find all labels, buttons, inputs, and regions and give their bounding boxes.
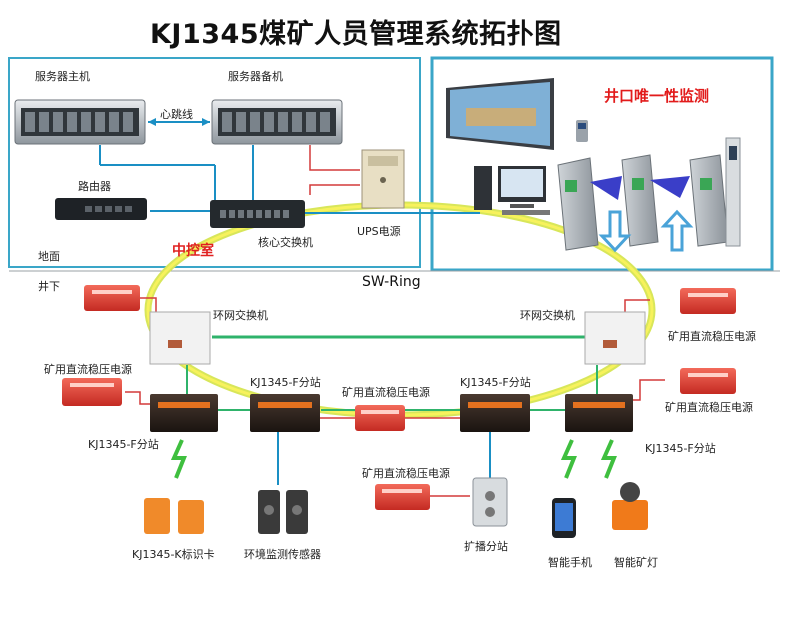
server-main bbox=[14, 99, 146, 145]
psu-lower-device bbox=[375, 484, 430, 510]
wireless-lamp-icon bbox=[600, 439, 617, 479]
smartphone-device bbox=[552, 498, 576, 538]
sw-ring-label: SW-Ring bbox=[362, 274, 421, 290]
broadcast-label: 扩播分站 bbox=[464, 540, 508, 553]
server-backup-label: 服务器备机 bbox=[228, 70, 283, 83]
cap-lamp-label: 智能矿灯 bbox=[614, 556, 658, 569]
entry-arrow-down bbox=[598, 210, 632, 253]
ring-switch-left-label: 环网交换机 bbox=[213, 309, 268, 322]
id-card-device bbox=[144, 498, 204, 534]
card-reader bbox=[576, 120, 588, 142]
substation-2-label: KJ1345-F分站 bbox=[250, 376, 321, 389]
substation-right-device bbox=[565, 394, 633, 432]
psu-ring-right-label: 矿用直流稳压电源 bbox=[668, 330, 756, 343]
diagram-title: KJ1345煤矿人员管理系统拓扑图 bbox=[150, 19, 562, 50]
ground-zone-box bbox=[8, 57, 421, 268]
psu-lower-label: 矿用直流稳压电源 bbox=[362, 467, 450, 480]
underground-label: 井下 bbox=[38, 280, 60, 293]
psu-left-device bbox=[62, 378, 122, 406]
env-sensor-device bbox=[258, 490, 308, 534]
substation-right-label: KJ1345-F分站 bbox=[645, 442, 716, 455]
psu-middle-device bbox=[355, 405, 405, 431]
psu-middle-label: 矿用直流稳压电源 bbox=[342, 386, 430, 399]
env-sensor-label: 环境监测传感器 bbox=[244, 548, 321, 561]
router-label: 路由器 bbox=[78, 180, 111, 193]
wireless-card-icon bbox=[170, 439, 187, 479]
server-backup bbox=[211, 99, 343, 145]
cap-lamp-device bbox=[612, 482, 648, 530]
psu-ring-right-device bbox=[680, 288, 736, 314]
wireless-phone-icon bbox=[560, 439, 577, 479]
workstation-pc bbox=[474, 166, 550, 215]
ground-label: 地面 bbox=[38, 250, 60, 263]
face-terminal bbox=[725, 137, 741, 247]
substation-left-device bbox=[150, 394, 218, 432]
exit-arrow-up bbox=[660, 209, 694, 252]
core-switch-label: 核心交换机 bbox=[258, 236, 313, 249]
substation-3-label: KJ1345-F分站 bbox=[460, 376, 531, 389]
psu-right-device bbox=[680, 368, 736, 394]
smartphone-label: 智能手机 bbox=[548, 556, 592, 569]
router-device bbox=[55, 198, 147, 220]
control-room-label: 中控室 bbox=[172, 243, 214, 259]
broadcast-device bbox=[472, 477, 508, 527]
substation-left-label: KJ1345-F分站 bbox=[88, 438, 159, 451]
server-main-label: 服务器主机 bbox=[35, 70, 90, 83]
heartbeat-label: 心跳线 bbox=[160, 108, 193, 121]
id-card-label: KJ1345-K标识卡 bbox=[132, 548, 215, 561]
video-wall bbox=[446, 78, 554, 150]
core-switch-device bbox=[210, 200, 305, 228]
ring-switch-left-device bbox=[149, 311, 211, 365]
psu-left-label: 矿用直流稳压电源 bbox=[44, 363, 132, 376]
substation-2-device bbox=[250, 394, 320, 432]
wellhead-zone-box bbox=[430, 56, 774, 272]
power-link-ups-backup bbox=[309, 145, 360, 171]
wellhead-label: 井口唯一性监测 bbox=[604, 87, 710, 105]
ring-switch-right-label: 环网交换机 bbox=[520, 309, 575, 322]
ring-switch-right-device bbox=[584, 311, 646, 365]
power-link-ups-switch bbox=[309, 184, 360, 195]
ups-device bbox=[361, 149, 405, 209]
substation-3-device bbox=[460, 394, 530, 432]
turnstile-gates bbox=[557, 154, 729, 251]
psu-underground-left bbox=[84, 285, 140, 311]
ups-label: UPS电源 bbox=[357, 225, 401, 238]
psu-right-label: 矿用直流稳压电源 bbox=[665, 401, 753, 414]
